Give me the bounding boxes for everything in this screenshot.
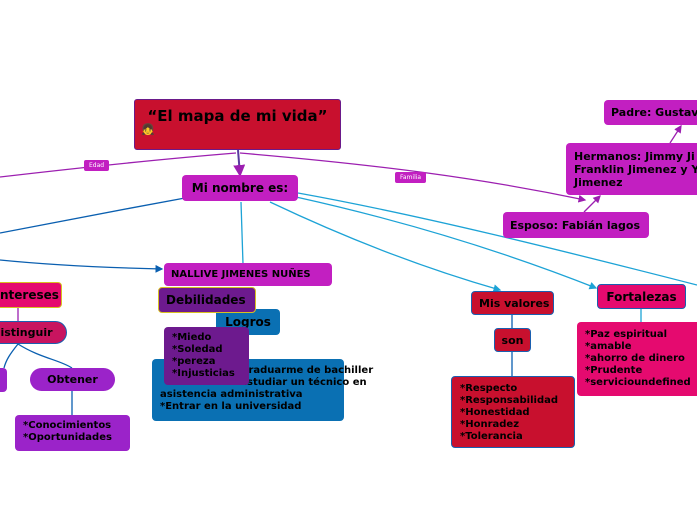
link-nombre-far-right: [297, 192, 697, 286]
link-nombre-fortalezas: [295, 196, 598, 290]
nombre-label: Mi nombre es:: [191, 181, 289, 195]
distinguir-label: istinguir: [0, 326, 53, 339]
hermanos-line: Jimenez: [574, 176, 623, 189]
name-value-node[interactable]: NALLIVE JIMENES NUÑES: [164, 263, 332, 286]
central-title-node[interactable]: 👧 “El mapa de mi vida”: [134, 99, 341, 150]
logros-item: *Graduarme de bachiller: [235, 365, 374, 376]
link-nombre-intereses: [0, 197, 186, 234]
valores-item: *Respecto: [460, 383, 518, 394]
link-to-name-value: [0, 259, 164, 273]
esposo-node[interactable]: Esposo: Fabián lagos: [503, 212, 649, 238]
link-nombre-logros: [240, 201, 244, 265]
fortalezas-label: Fortalezas: [606, 289, 677, 304]
son-node[interactable]: son: [494, 328, 531, 352]
valores-item: *Responsabilidad: [460, 395, 559, 406]
link-esposo-hermanos: [583, 195, 601, 213]
padre-label: Padre: Gustav: [611, 106, 697, 119]
debilidades-item: *Miedo: [172, 332, 212, 343]
distinguir-node[interactable]: istinguir: [0, 321, 67, 344]
valores-item: *Honradez: [460, 419, 520, 430]
fortalezas-items-node[interactable]: *Paz espiritual *amable *ahorro de diner…: [577, 322, 697, 396]
central-title: “El mapa de mi vida”: [147, 107, 328, 125]
valores-label: Mis valores: [479, 296, 550, 310]
obtener-node[interactable]: Obtener: [30, 368, 115, 391]
name-value: NALLIVE JIMENES NUÑES: [171, 269, 311, 280]
obtener-item: *Conocimientos: [23, 420, 112, 431]
link-nombre-valores: [269, 201, 502, 292]
debilidades-item: *pereza: [172, 356, 216, 367]
link-title-edad: [0, 152, 237, 178]
son-label: son: [501, 333, 524, 347]
padre-node[interactable]: Padre: Gustav: [604, 100, 697, 125]
hermanos-line: Hermanos: Jimmy Ji: [574, 150, 695, 163]
fortalezas-item: *amable: [585, 341, 632, 352]
label-familia: Familia: [395, 172, 427, 183]
obtener-item: *Oportunidades: [23, 432, 112, 443]
girl-icon: 👧: [141, 123, 155, 136]
fortalezas-item: *servicioundefined: [585, 377, 691, 388]
valores-item: *Tolerancia: [460, 431, 523, 442]
fortalezas-node[interactable]: Fortalezas: [597, 284, 686, 309]
debilidades-item: *Injusticias: [172, 368, 235, 379]
link-hermanos-padre: [669, 124, 682, 144]
nombre-node[interactable]: Mi nombre es:: [182, 175, 298, 201]
debilidades-items-node[interactable]: *Miedo *Soledad *pereza *Injusticias: [164, 327, 249, 385]
valores-node[interactable]: Mis valores: [471, 291, 554, 315]
intereses-label: ntereses: [0, 288, 59, 302]
valores-items-node[interactable]: *Respecto *Responsabilidad *Honestidad *…: [451, 376, 575, 448]
debilidades-label: Debilidades: [166, 293, 246, 307]
link-distinguir-obtener: [17, 343, 73, 369]
fortalezas-item: *Prudente: [585, 365, 643, 376]
logros-item: *Estudiar un técnico en: [235, 377, 367, 388]
debilidades-item: *Soledad: [172, 344, 223, 355]
fortalezas-item: *ahorro de dinero: [585, 353, 685, 364]
intereses-node[interactable]: ntereses: [0, 282, 62, 308]
label-edad: Edad: [84, 160, 110, 171]
hermanos-line: Franklin Jimenez y Y: [574, 163, 697, 176]
logros-item: asistencia administrativa: [160, 389, 303, 400]
obtener-label: Obtener: [47, 373, 98, 386]
link-distinguir-left: [3, 343, 19, 369]
obtener-items-node[interactable]: *Conocimientos *Oportunidades: [15, 415, 130, 451]
fortalezas-item: *Paz espiritual: [585, 329, 668, 340]
debilidades-node[interactable]: Debilidades: [158, 287, 256, 313]
link-title-nombre: [233, 149, 246, 177]
esposo-label: Esposo: Fabián lagos: [510, 218, 641, 232]
valores-item: *Honestidad: [460, 407, 530, 418]
logros-item: *Entrar en la universidad: [160, 401, 302, 412]
hermanos-node[interactable]: Hermanos: Jimmy Ji Franklin Jimenez y Y …: [566, 143, 697, 195]
intereses-left-child-node[interactable]: [0, 368, 7, 392]
logros-label: Logros: [225, 315, 271, 329]
